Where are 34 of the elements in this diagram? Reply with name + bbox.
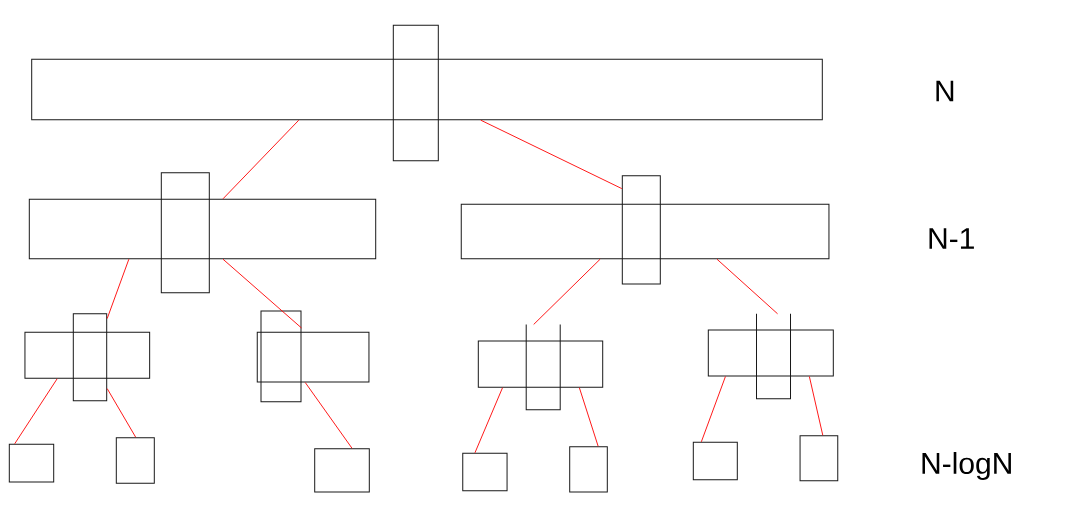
tall-rectangle [160,172,210,294]
small-rectangle [115,437,155,484]
level-label: N [936,80,954,102]
wide-rectangle [477,340,604,388]
connector-line [533,258,601,325]
small-rectangle [692,441,738,481]
wide-rectangle [460,203,830,260]
wide-rectangle [707,329,834,377]
small-rectangle [569,446,608,493]
tall-rectangle [260,310,302,403]
connector-line [106,258,130,319]
wide-rectangle [24,331,151,379]
tall-rectangle [621,175,661,285]
small-rectangle [462,452,508,492]
connector-line [716,258,779,315]
small-rectangle [8,443,55,483]
connector-line [222,258,302,329]
connector-line [700,376,726,443]
connector-line [808,376,824,436]
small-rectangle [314,448,370,493]
connector-line [14,378,58,445]
level-label: N-1 [929,228,974,249]
connector-line [480,119,623,190]
tall-rectangle [72,313,108,402]
small-rectangle [799,435,839,482]
tall-rectangle [392,24,439,162]
connector-line [578,387,599,447]
wide-rectangle [31,58,823,121]
wide-rectangle [28,198,377,260]
connector-line [106,388,137,438]
connector-line [222,119,300,200]
wide-rectangle [256,331,370,383]
level-label: N-logN [922,452,1011,480]
connector-line [474,387,503,454]
